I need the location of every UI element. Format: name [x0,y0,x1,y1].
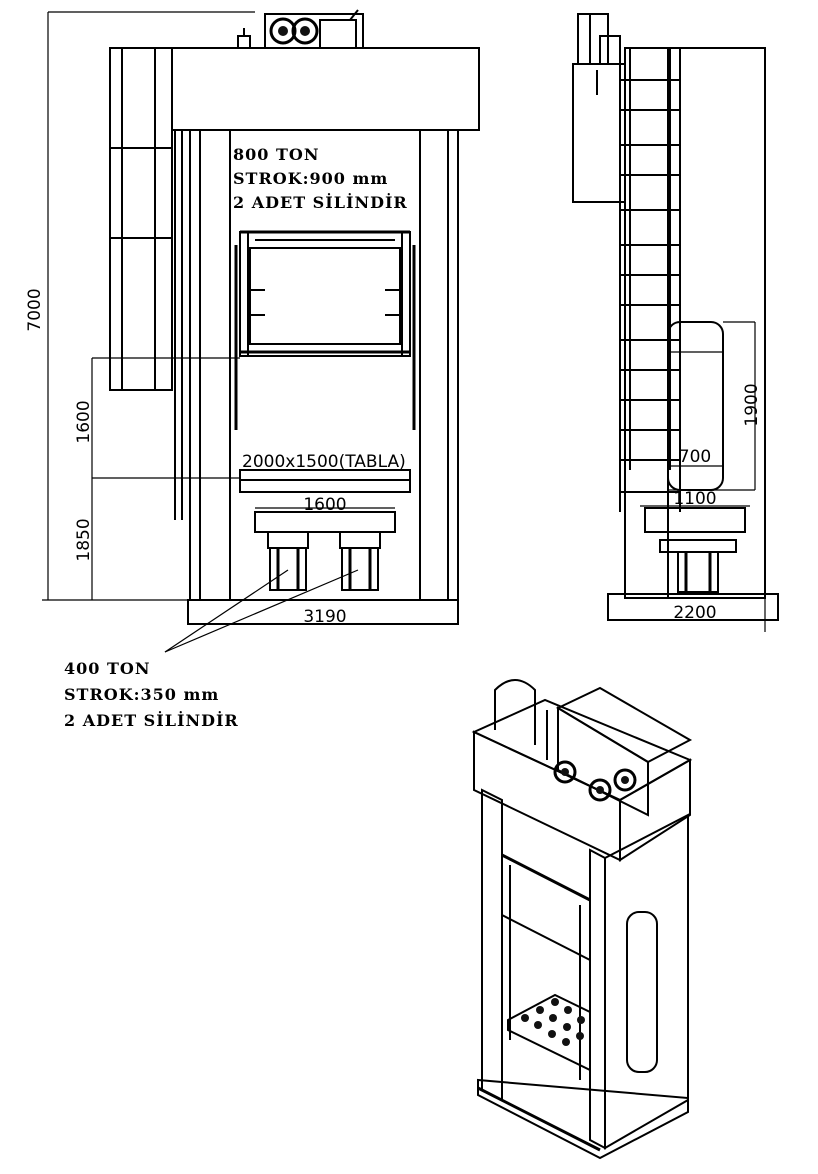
dim-3190: 3190 [303,607,346,627]
dim-1600-width: 1600 [303,495,346,515]
isometric-view [471,679,693,1160]
dim-2200: 2200 [673,603,716,623]
dim-table-size: 2000x1500(TABLA) [242,452,406,472]
cushion-note-1: 400 TON [64,659,150,678]
dim-1900: 1900 [742,383,762,426]
press-note-1: 800 TON [233,145,319,164]
side-view: 1900 700 1100 2200 [572,13,779,632]
press-note-3: 2 ADET SİLİNDİR [233,192,408,212]
dim-1100: 1100 [673,489,716,509]
cushion-note-2: STROK:350 mm [64,685,219,704]
dim-1850: 1850 [74,518,94,561]
cushion-notes: 400 TON STROK:350 mm 2 ADET SİLİNDİR [64,659,239,730]
press-note-2: STROK:900 mm [233,169,388,188]
dim-1600-height: 1600 [74,400,94,443]
front-view: 7000 1600 1850 [25,9,480,653]
dim-700: 700 [679,447,711,467]
dim-7000: 7000 [25,288,45,331]
cushion-note-3: 2 ADET SİLİNDİR [64,710,239,730]
